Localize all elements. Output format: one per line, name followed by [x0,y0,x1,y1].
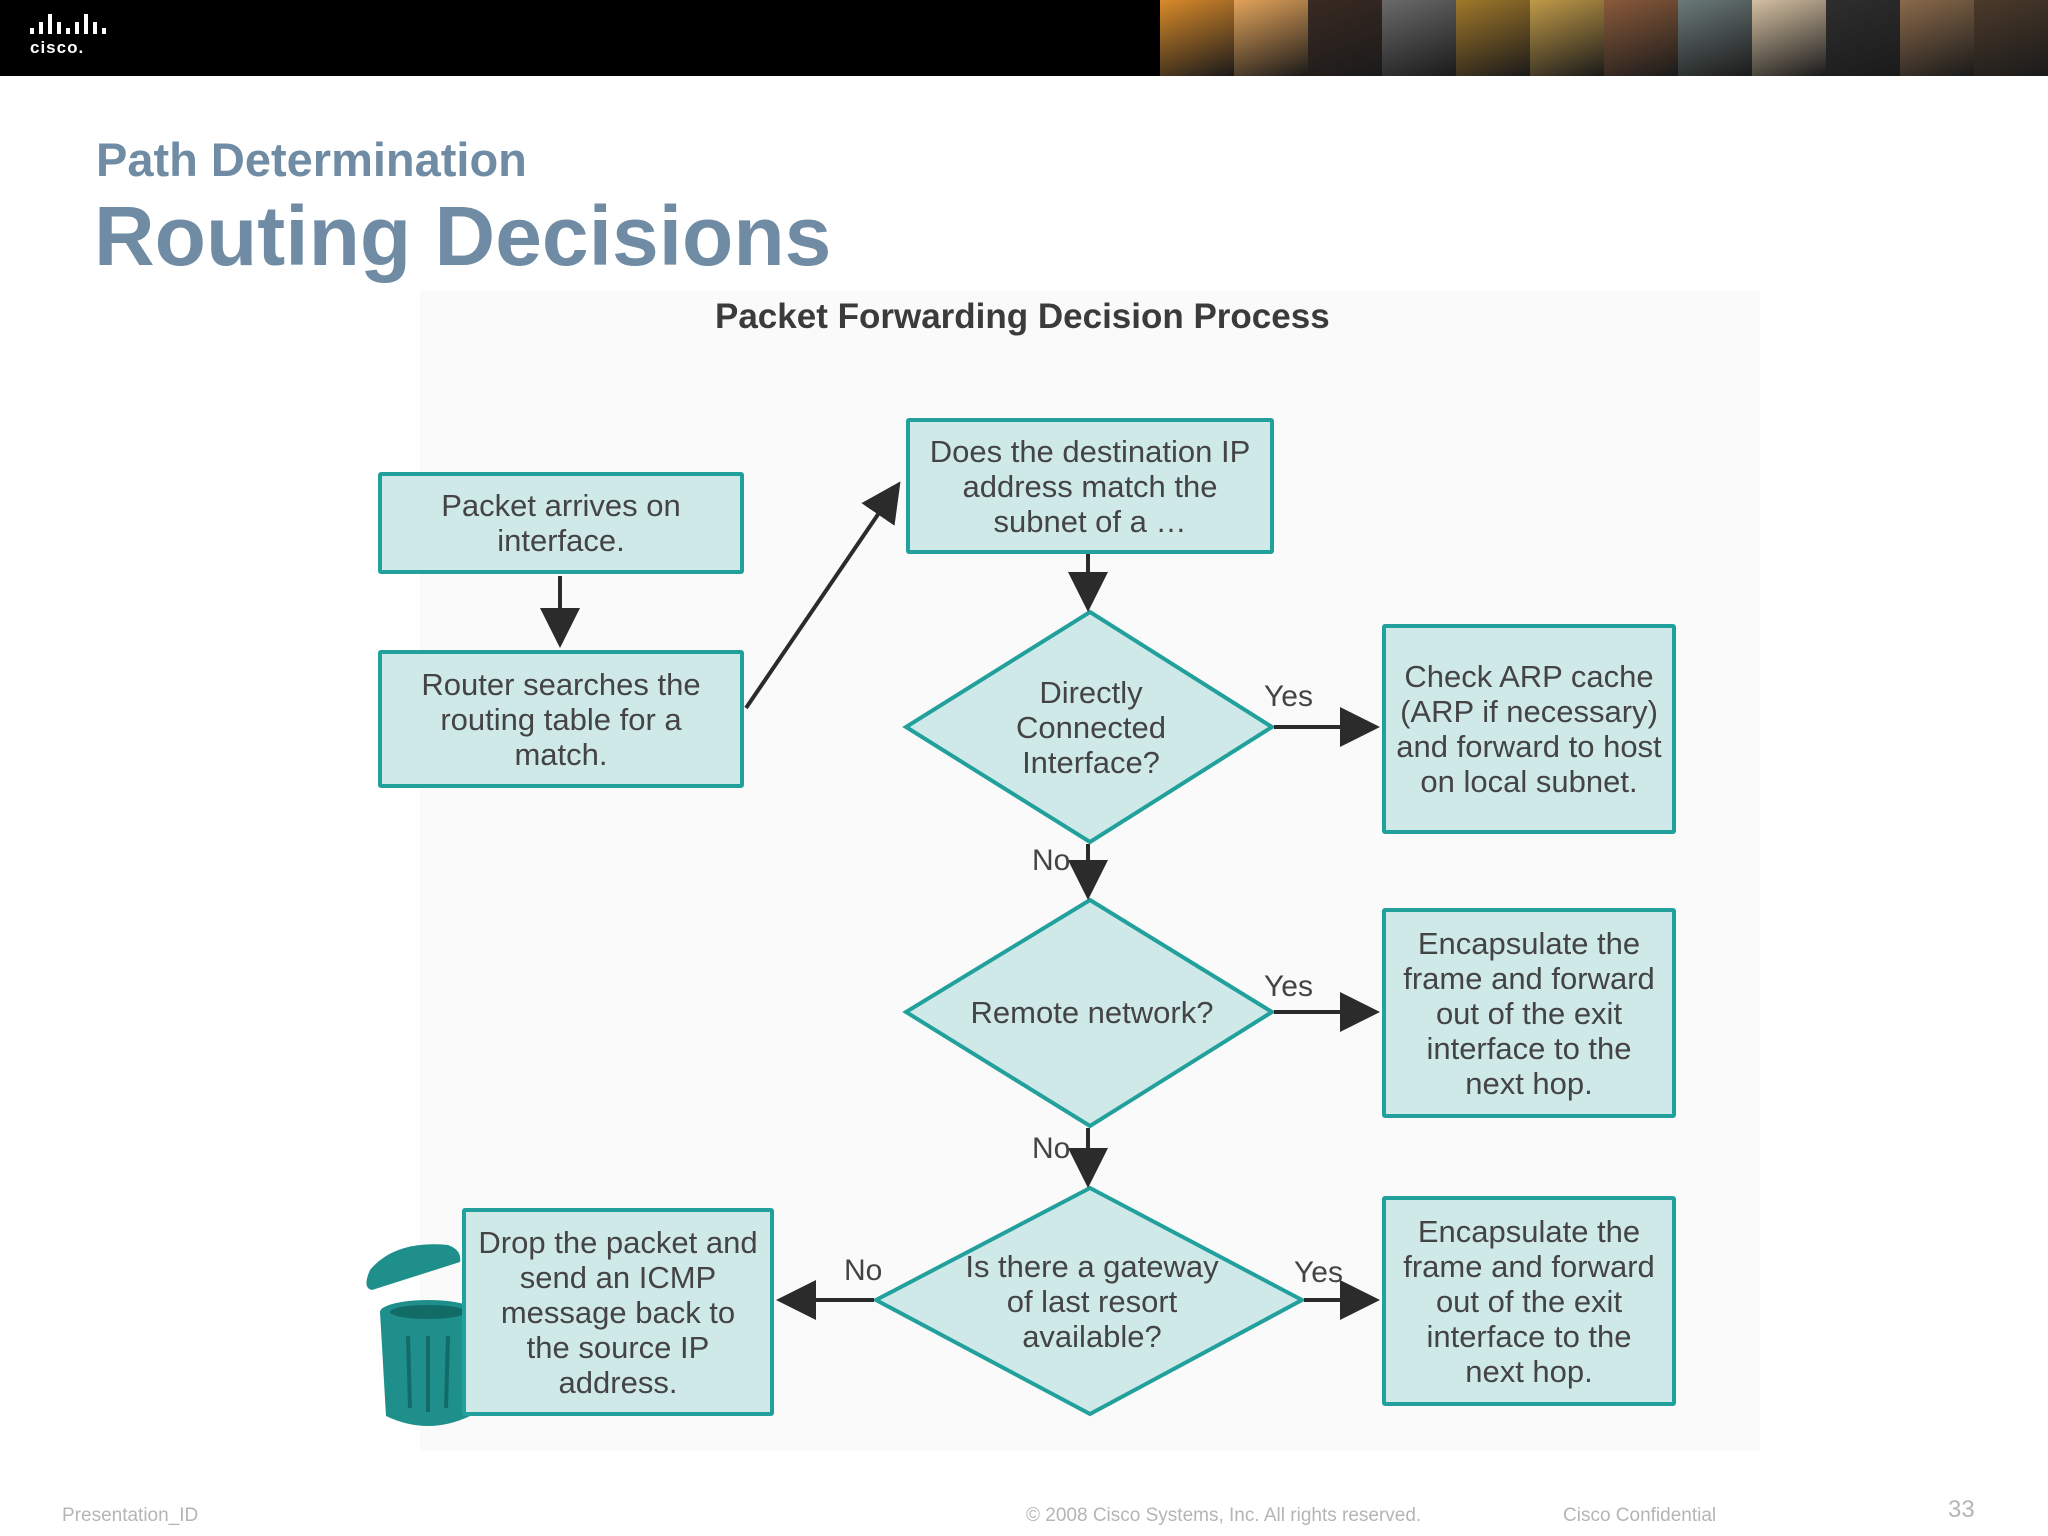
decision-gateway-last-resort [871,1185,1307,1417]
header-photo-tile [1456,0,1530,76]
header-photo-tile [1826,0,1900,76]
footer-copyright: © 2008 Cisco Systems, Inc. All rights re… [1026,1505,1422,1526]
node-router-searches: Router searches the routing table for a … [378,650,744,788]
edge-label-no-remote: No [1032,1132,1071,1165]
decision-remote-network [902,897,1276,1129]
header-photo-tile [1974,0,2048,76]
header-photo-strip [1160,0,2048,76]
slide-subtitle: Path Determination [96,133,527,186]
node-encapsulate-forward-gateway: Encapsulate the frame and forward out of… [1382,1196,1676,1406]
trash-can-icon [366,1244,476,1426]
arrow-search-to-match [744,481,901,710]
header-photo-tile [1160,0,1234,76]
node-check-arp-cache: Check ARP cache (ARP if necessary) and f… [1382,624,1676,834]
edge-label-yes-gateway: Yes [1294,1256,1343,1289]
cisco-logo-text: cisco. [30,38,85,57]
label-directly-connected: Directly Connected Interface? [1016,674,1166,780]
label-gateway-last-resort: Is there a gateway of last resort availa… [965,1248,1219,1354]
edge-label-no-connected: No [1032,844,1071,877]
slide-title: Routing Decisions [94,189,832,283]
header-photo-tile [1382,0,1456,76]
footer-presentation-id: Presentation_ID [62,1505,199,1526]
header-photo-tile [1530,0,1604,76]
node-destination-ip-match: Does the destination IP address match th… [906,418,1274,554]
decision-directly-connected [902,609,1276,845]
diagram-title: Packet Forwarding Decision Process [715,297,1330,336]
page-number: 33 [1948,1496,1975,1523]
edge-label-no-gateway: No [844,1254,883,1287]
edge-label-yes-connected: Yes [1264,680,1313,713]
node-drop-packet: Drop the packet and send an ICMP message… [462,1208,774,1416]
header-photo-tile [1900,0,1974,76]
cisco-logo-bars [30,14,120,34]
header-photo-tile [1752,0,1826,76]
edge-label-yes-remote: Yes [1264,970,1313,1003]
node-encapsulate-forward-remote: Encapsulate the frame and forward out of… [1382,908,1676,1118]
node-packet-arrives: Packet arrives on interface. [378,472,744,574]
footer-confidential: Cisco Confidential [1563,1505,1717,1526]
header-bar: cisco. [0,0,2048,76]
cisco-logo: cisco. [30,14,120,64]
header-photo-tile [1678,0,1752,76]
header-photo-tile [1308,0,1382,76]
header-photo-tile [1604,0,1678,76]
label-remote-network: Remote network? [970,994,1214,1030]
header-photo-tile [1234,0,1308,76]
